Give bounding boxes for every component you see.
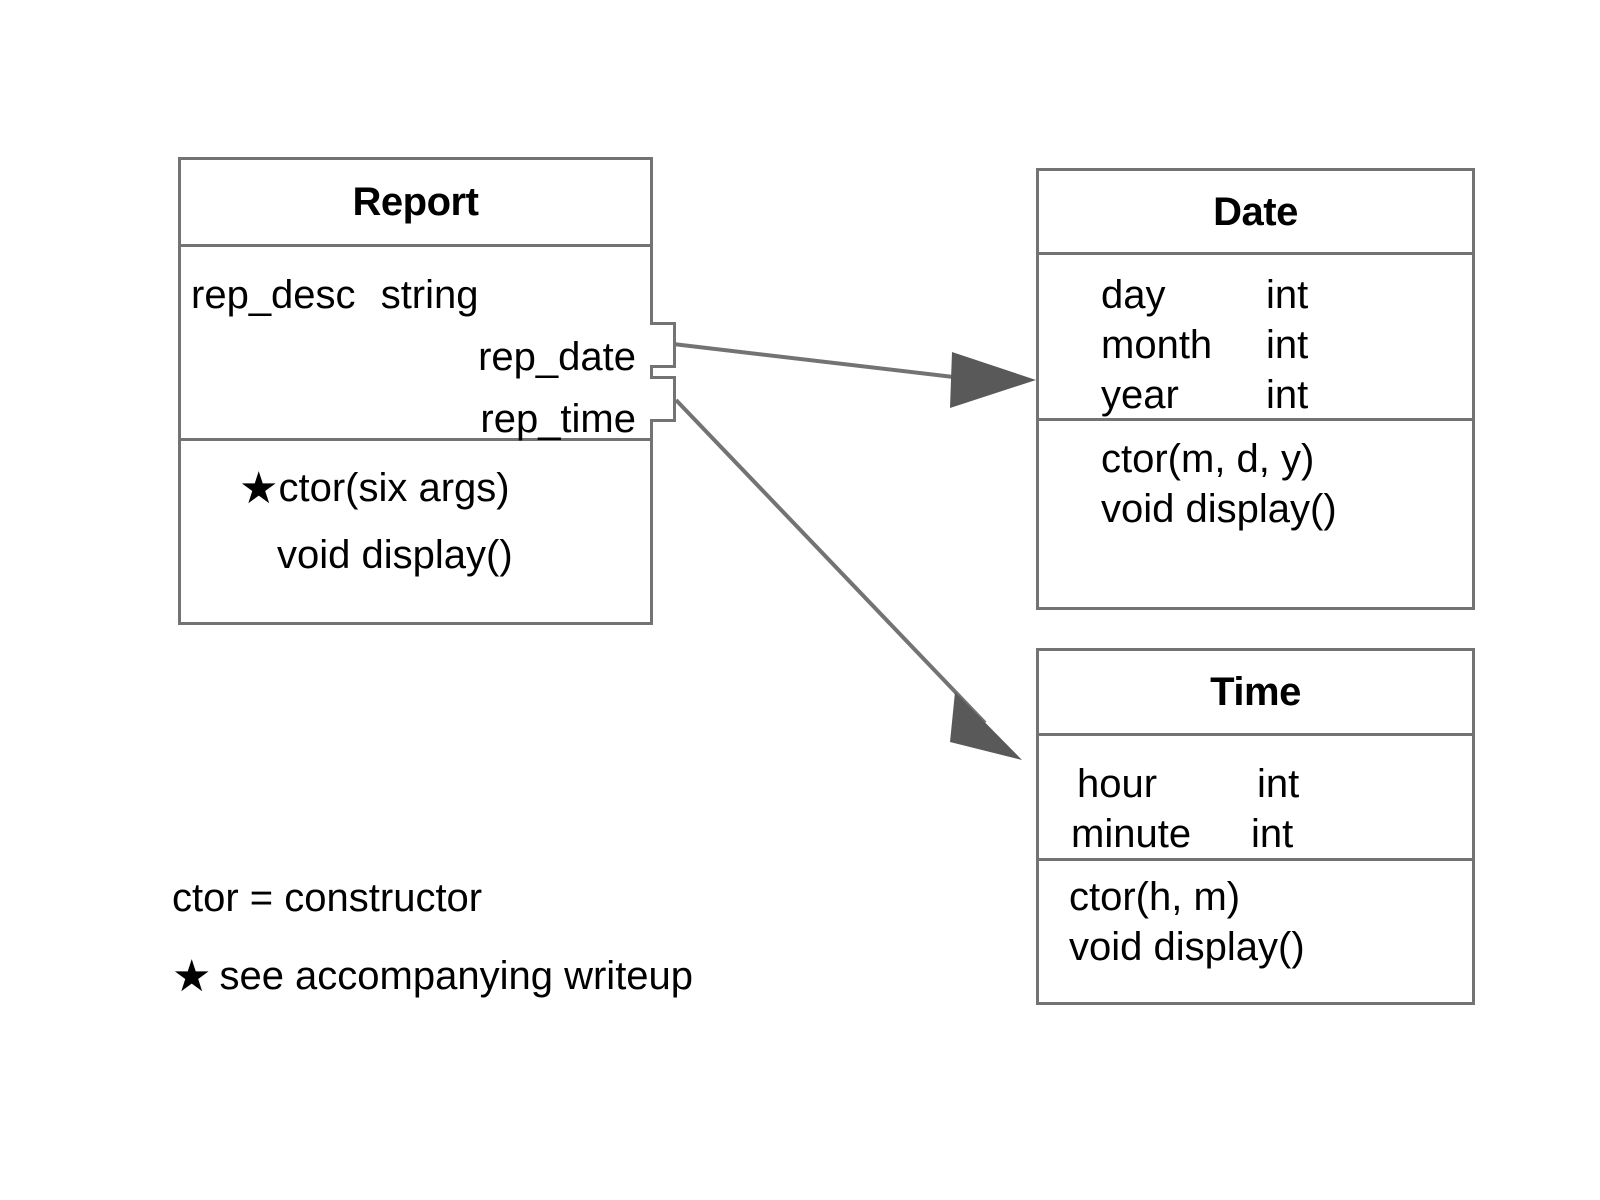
star-icon: ★ [172, 952, 212, 1001]
attribute-name: rep_date [478, 335, 636, 379]
method-signature: void display() [1069, 925, 1305, 969]
attribute-row: day int [1101, 275, 1308, 315]
attribute-type: int [1257, 762, 1300, 806]
attribute-row: rep_date [478, 337, 636, 377]
association-line-rep-time [674, 398, 987, 725]
attribute-name: minute [1071, 812, 1192, 856]
class-title-time: Time [1210, 670, 1301, 714]
method-signature: void display() [277, 533, 513, 577]
attribute-name: year [1101, 373, 1179, 417]
attribute-row: minute int [1071, 814, 1293, 854]
legend-line-star: ★see accompanying writeup [172, 955, 693, 999]
attribute-type: int [1251, 812, 1294, 856]
star-icon: ★ [239, 464, 279, 513]
legend-line-ctor: ctor = constructor [172, 878, 482, 918]
method-row: void display() [1069, 927, 1305, 967]
association-line-rep-date [672, 342, 963, 380]
attribute-name: hour [1077, 762, 1158, 806]
method-row: ★ctor(six args) [239, 467, 510, 511]
attribute-type: string [380, 273, 479, 317]
method-signature: ctor(h, m) [1069, 875, 1241, 919]
attribute-type: int [1266, 323, 1309, 367]
attribute-row: year int [1101, 375, 1308, 415]
class-title-date: Date [1213, 189, 1298, 234]
port-rep-date[interactable] [650, 322, 676, 368]
method-signature: ctor(six args) [278, 466, 510, 510]
class-name-band-time: Time [1039, 651, 1472, 736]
method-row: void display() [1101, 489, 1337, 529]
class-box-date[interactable]: Date day int month int year int ctor(m, d, … [1036, 168, 1475, 610]
class-methods-report: ★ctor(six args) void display() [181, 441, 650, 619]
class-attributes-report: rep_desc string rep_date rep_time [181, 247, 650, 441]
method-signature: ctor(m, d, y) [1101, 437, 1315, 481]
class-attributes-time: hour int minute int [1039, 736, 1472, 861]
attribute-name: day [1101, 273, 1166, 317]
attribute-name: month [1101, 323, 1213, 367]
attribute-name: rep_time [480, 397, 636, 441]
attribute-row: month int [1101, 325, 1308, 365]
attribute-row: rep_desc string [191, 275, 479, 315]
port-rep-time[interactable] [650, 376, 676, 422]
attribute-type: int [1266, 373, 1309, 417]
attribute-row: hour int [1071, 764, 1299, 804]
class-methods-time: ctor(h, m) void display() [1039, 861, 1472, 1005]
class-box-report[interactable]: Report rep_desc string rep_date rep_time… [178, 157, 653, 625]
arrowhead-time [950, 692, 1022, 760]
arrowhead-date [950, 352, 1036, 408]
method-row: void display() [277, 535, 513, 575]
attribute-name: rep_desc [191, 273, 356, 317]
legend-star-text: see accompanying writeup [219, 954, 694, 998]
class-title-report: Report [352, 180, 479, 224]
class-box-time[interactable]: Time hour int minute int ctor(h, m) void d… [1036, 648, 1475, 1005]
class-attributes-date: day int month int year int [1039, 255, 1472, 421]
method-signature: void display() [1101, 487, 1337, 531]
class-name-band-report: Report [181, 160, 650, 247]
class-methods-date: ctor(m, d, y) void display() [1039, 421, 1472, 607]
attribute-row: rep_time [480, 399, 636, 439]
class-name-band-date: Date [1039, 171, 1472, 255]
attribute-type: int [1266, 273, 1309, 317]
method-row: ctor(m, d, y) [1101, 439, 1314, 479]
legend-ctor-text: ctor = constructor [172, 876, 483, 920]
method-row: ctor(h, m) [1069, 877, 1240, 917]
